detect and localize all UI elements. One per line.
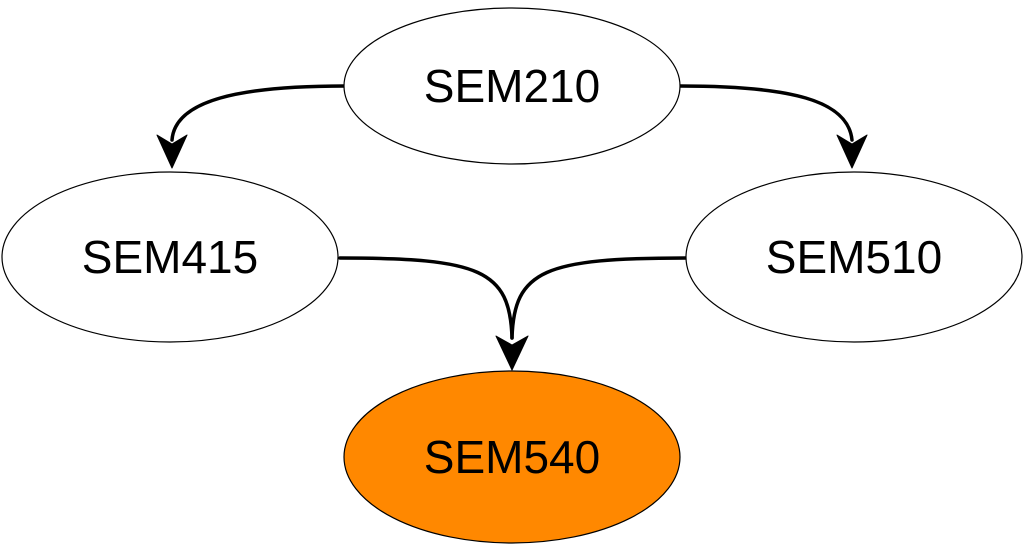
node-sem210-shape xyxy=(343,7,681,165)
edge-sem210-to-sem510 xyxy=(678,84,868,169)
edge-sem210-to-sem415 xyxy=(156,84,347,169)
arrowhead-sem540 xyxy=(495,335,529,371)
node-sem540-label: SEM540 xyxy=(424,431,600,483)
node-sem510-shape xyxy=(685,171,1023,343)
node-sem510-label: SEM510 xyxy=(766,231,942,283)
edge-sem510-to-sem540 xyxy=(510,256,688,340)
node-sem540[interactable]: SEM540 xyxy=(343,370,681,544)
arrowhead xyxy=(156,134,188,169)
node-sem510[interactable]: SEM510 xyxy=(685,171,1023,343)
edges xyxy=(156,84,868,371)
node-sem210[interactable]: SEM210 xyxy=(343,7,681,165)
node-sem415-shape xyxy=(1,171,339,343)
node-sem210-label: SEM210 xyxy=(424,60,600,112)
node-sem415-label: SEM415 xyxy=(82,231,258,283)
edge-sem415-to-sem540 xyxy=(338,256,514,340)
node-sem415[interactable]: SEM415 xyxy=(1,171,339,343)
node-sem540-shape xyxy=(343,370,681,544)
arrowhead xyxy=(836,134,868,169)
